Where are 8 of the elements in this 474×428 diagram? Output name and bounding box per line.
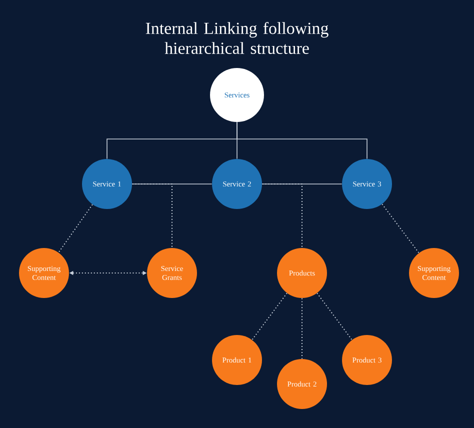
connector-line bbox=[252, 292, 288, 340]
title: Internal Linking following hierarchical structure bbox=[146, 22, 328, 54]
connector-line bbox=[236, 122, 368, 160]
connector-line bbox=[382, 204, 420, 254]
connector-line bbox=[132, 184, 172, 248]
connector-line bbox=[316, 292, 352, 340]
connector-line bbox=[58, 204, 93, 253]
connector-line bbox=[262, 184, 302, 248]
